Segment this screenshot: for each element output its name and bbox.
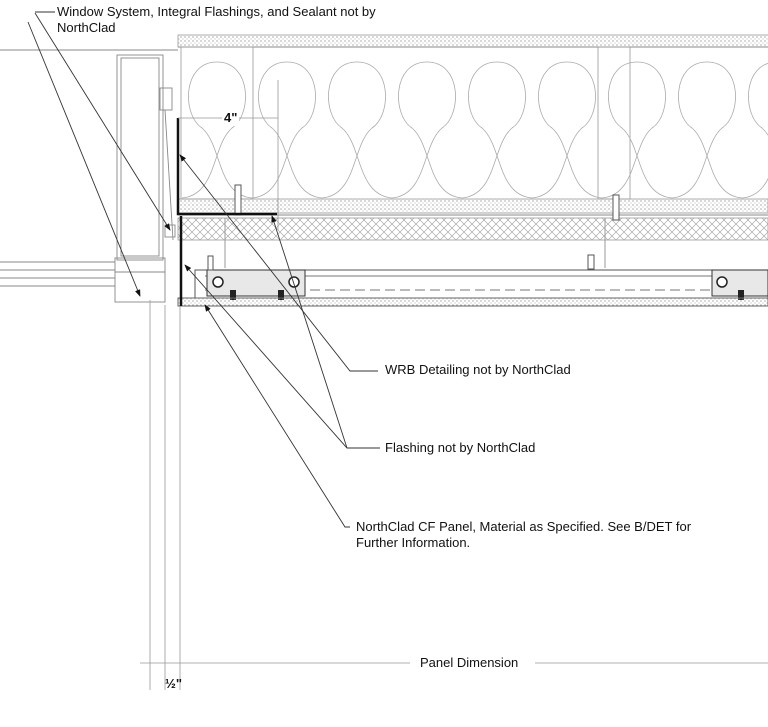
wall-assembly (177, 34, 768, 270)
batt-lobe (321, 61, 393, 199)
batt-lobe (531, 61, 603, 199)
note-line: Window System, Integral Flashings, and S… (57, 4, 376, 19)
cladding-panel-system (177, 255, 768, 307)
note-line: NorthClad CF Panel, Material as Specifie… (356, 519, 692, 534)
batt-lobe (461, 61, 533, 199)
leader-lines (27, 11, 380, 528)
batt-lobe (391, 61, 463, 199)
note-line: NorthClad (57, 20, 116, 35)
window-frame (0, 49, 178, 303)
flashing (176, 118, 277, 306)
note-wrb: WRB Detailing not by NorthClad (385, 362, 571, 377)
dimension-lines (140, 80, 768, 690)
batt-lobe (251, 61, 323, 199)
note-panel: NorthClad CF Panel, Material as Specifie… (356, 519, 691, 551)
dimension-flashing-return: 4" (222, 110, 240, 126)
batt-lobe (671, 61, 743, 199)
batt-lobe (181, 61, 253, 199)
dimension-gap: ½" (165, 676, 183, 691)
batt-lobe (601, 61, 673, 199)
note-flashing: Flashing not by NorthClad (385, 440, 536, 455)
dimension-panel: Panel Dimension (420, 655, 519, 670)
note-line: Further Information. (356, 535, 471, 550)
note-window-system: Window System, Integral Flashings, and S… (57, 4, 376, 36)
batt-lobe (741, 62, 768, 199)
batt-insulation (181, 61, 768, 199)
